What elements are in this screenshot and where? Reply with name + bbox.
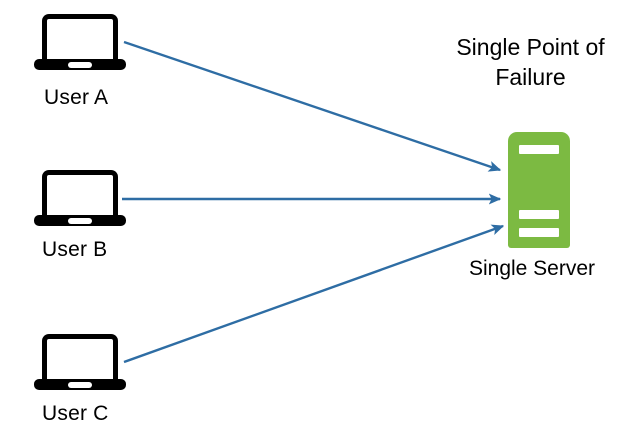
laptop-icon-user-c [34,334,126,392]
laptop-screen [42,14,118,60]
server-slot-bar [519,228,559,237]
laptop-icon-user-a [34,14,126,72]
server-icon [508,132,570,248]
label-single-server: Single Server [468,257,596,280]
label-user-b: User B [42,238,108,261]
laptop-notch [68,61,92,68]
laptop-screen [42,334,118,380]
title-line-1: Single Point of [456,34,605,60]
laptop-notch [68,381,92,388]
label-user-c: User C [42,402,109,425]
server-slot-bar [519,145,559,154]
single-point-of-failure-title: Single Point of Failure [421,32,640,92]
laptop-notch [68,217,92,224]
laptop-icon-user-b [34,170,126,228]
laptop-screen [42,170,118,216]
label-user-a: User A [44,86,109,109]
title-line-2: Failure [495,64,566,90]
connection-user-c-to-server [123,224,505,364]
server-slot-bar [519,210,559,219]
connection-user-a-to-server [123,40,502,172]
